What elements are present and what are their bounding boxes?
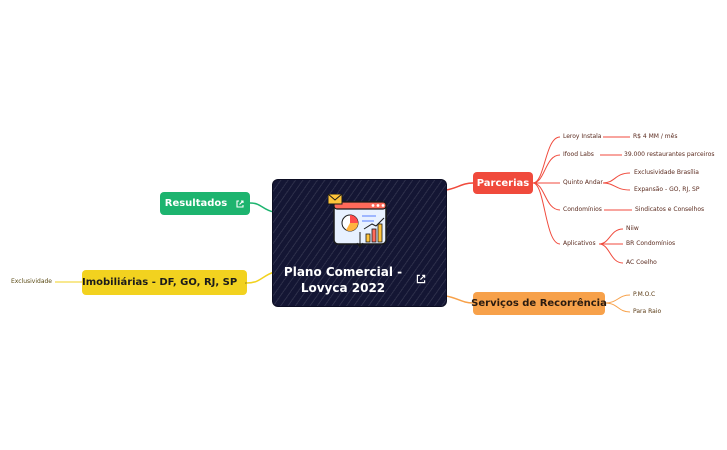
envelope-icon [328, 194, 343, 205]
topic-resultados-label: Resultados [164, 198, 228, 209]
topic-parcerias-label: Parcerias [476, 177, 530, 189]
leaf-exclusividade[interactable]: Exclusividade [11, 278, 53, 285]
leaf-expansao[interactable]: Expansão - GO, RJ, SP [634, 186, 700, 193]
connector-parcerias [445, 182, 474, 191]
leaf-pmoc[interactable]: P.M.O.C [633, 291, 656, 298]
external-link-icon[interactable] [245, 278, 247, 288]
leaf-leroy-value[interactable]: R$ 4 MM / mês [633, 133, 678, 140]
connector-servicos [445, 295, 474, 304]
leaf-ac-coelho[interactable]: AC Coelho [626, 259, 657, 266]
central-topic[interactable]: Plano Comercial - Lovyca 2022 [273, 180, 446, 306]
central-title-line-2: Lovyca 2022 [300, 281, 386, 295]
topic-resultados[interactable]: Resultados [160, 192, 250, 215]
leaf-ifood-value[interactable]: 39.000 restaurantes parceiros [624, 151, 715, 158]
subtopic-leroy-instala[interactable]: Leroy Instala [563, 133, 602, 140]
topic-parcerias[interactable]: Parcerias [473, 172, 533, 194]
topic-servicos-label: Serviços de Recorrência [471, 298, 607, 309]
topic-imobiliarias-label: Imobiliárias - DF, GO, RJ, SP [82, 277, 238, 288]
subtopic-quinto-andar[interactable]: Quinto Andar [563, 179, 603, 186]
central-topic-title: Plano Comercial - Lovyca 2022 [273, 264, 413, 296]
presentation-chart-icon [328, 194, 387, 248]
leaf-br-condominios[interactable]: BR Condomínios [626, 240, 676, 247]
subtopic-ifood-labs[interactable]: Ifood Labs [563, 151, 594, 158]
external-link-icon[interactable] [415, 273, 427, 285]
leaf-sindicatos[interactable]: Sindicatos e Conselhos [635, 206, 705, 213]
external-link-icon[interactable] [235, 199, 245, 209]
topic-imobiliarias[interactable]: Imobiliárias - DF, GO, RJ, SP [82, 270, 247, 295]
connector-imobiliarias [246, 271, 275, 284]
subtopic-condominios[interactable]: Condomínios [563, 206, 602, 213]
topic-servicos[interactable]: Serviços de Recorrência [471, 292, 607, 315]
leaf-para-raio[interactable]: Para Raio [633, 308, 662, 315]
connector-resultados [249, 202, 275, 213]
subtopic-aplicativos[interactable]: Aplicativos [563, 240, 596, 247]
central-title-line-1: Plano Comercial - [283, 265, 403, 279]
leaf-exclusividade-brasilia[interactable]: Exclusividade Brasília [634, 169, 699, 176]
leaf-niiw[interactable]: Niiw [626, 225, 639, 232]
